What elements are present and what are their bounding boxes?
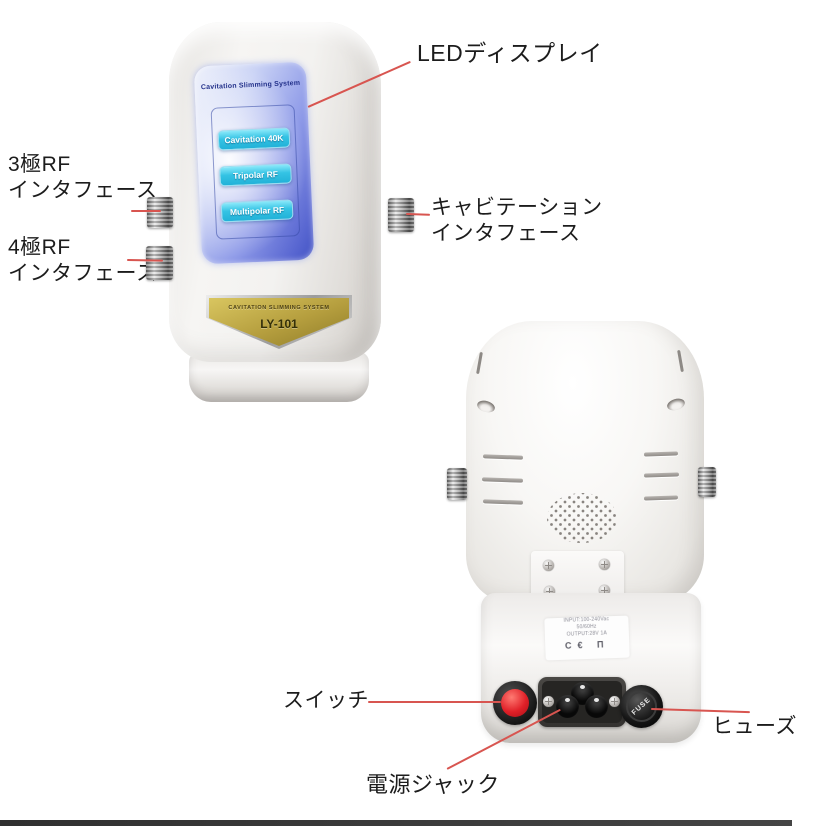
side-port-connector xyxy=(698,467,716,497)
vent-slit xyxy=(476,351,483,375)
screw-icon xyxy=(543,560,554,571)
label-fuse: ヒューズ xyxy=(712,715,797,738)
label-line: 3極RF xyxy=(8,153,71,176)
screw-icon xyxy=(599,585,610,596)
vent-slot xyxy=(643,472,680,478)
brand-badge: CAVITATION SLIMMING SYSTEM LY-101 xyxy=(206,295,352,349)
badge-title: CAVITATION SLIMMING SYSTEM xyxy=(228,305,330,311)
vent-slot xyxy=(643,495,679,501)
led-display-screen: Cavitation Slimming System Cavitation 40… xyxy=(193,61,315,265)
bottom-divider-bar xyxy=(0,820,792,826)
rf4-port-connector xyxy=(146,246,173,280)
power-switch xyxy=(493,681,537,725)
label-led-display: LEDディスプレイ xyxy=(417,40,603,66)
power-jack-socket xyxy=(538,677,626,727)
rating-label: INPUT:100-240Vac 50/60Hz OUTPUT:28V 1A C… xyxy=(544,615,630,661)
screw-icon xyxy=(544,586,555,597)
screw-icon xyxy=(609,696,620,707)
label-line: 4極RF xyxy=(8,236,71,259)
multipolar-rf-button: Multipolar RF xyxy=(220,199,294,223)
vent-slot xyxy=(482,499,524,505)
side-port-connector xyxy=(447,468,467,500)
label-line: インタフェース xyxy=(8,179,158,202)
callout-line-rf3 xyxy=(131,210,161,212)
speaker-grille xyxy=(547,493,617,543)
power-switch-red-button xyxy=(501,689,529,717)
front-device-body: Cavitation Slimming System Cavitation 40… xyxy=(169,22,381,362)
tripolar-rf-button: Tripolar RF xyxy=(219,163,292,187)
vent-slot xyxy=(643,451,679,457)
screw-icon xyxy=(599,559,610,570)
callout-line-switch xyxy=(368,701,501,703)
badge-model: LY-101 xyxy=(260,317,298,331)
label-switch: スイッチ xyxy=(283,689,369,712)
vent-slot xyxy=(481,477,524,483)
label-rf3-interface: 3極RF インタフェース xyxy=(8,152,157,204)
back-device-base: INPUT:100-240Vac 50/60Hz OUTPUT:28V 1A C… xyxy=(481,593,701,743)
label-power-jack: 電源ジャック xyxy=(366,772,500,797)
screen-header-text: Cavitation Slimming System xyxy=(200,79,301,92)
power-pin-hole xyxy=(556,695,579,718)
brand-badge-plate: CAVITATION SLIMMING SYSTEM LY-101 xyxy=(209,298,349,346)
label-rf4-interface: 4極RF インタフェース xyxy=(8,235,157,287)
fuse-holder: FUSE xyxy=(620,685,663,728)
vent-slot xyxy=(482,454,524,460)
label-line: インタフェース xyxy=(431,222,581,245)
screen-menu-frame: Cavitation 40K Tripolar RF Multipolar RF xyxy=(210,104,301,240)
vent-slit xyxy=(677,349,684,373)
rf3-port-connector xyxy=(147,197,173,228)
label-line: インタフェース xyxy=(8,262,158,285)
label-line: キャビテーション xyxy=(431,196,603,219)
cavitation-40k-button: Cavitation 40K xyxy=(217,127,291,151)
screw-icon xyxy=(543,696,554,707)
power-pin-hole xyxy=(585,695,608,718)
recess-oval xyxy=(475,398,497,415)
label-cavitation-interface: キャビテーション インタフェース xyxy=(431,195,603,247)
recess-oval xyxy=(665,396,687,413)
ce-mark: C€ Π xyxy=(564,639,610,651)
